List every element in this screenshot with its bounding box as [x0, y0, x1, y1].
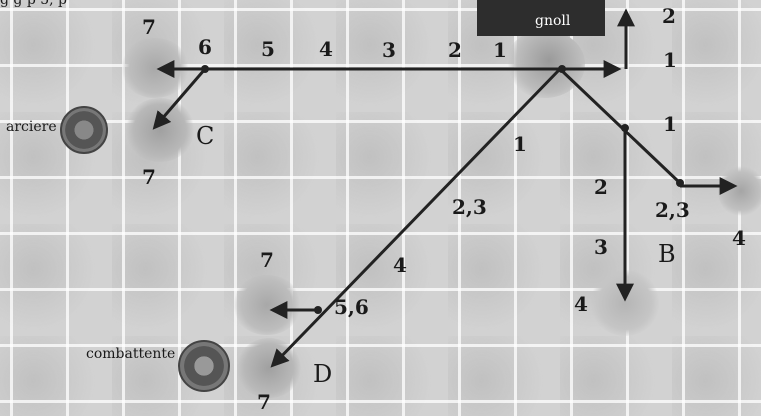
- d-bottom-7: 7: [257, 390, 271, 414]
- right-step-2-top: 2: [662, 4, 676, 28]
- c-top-7: 7: [142, 15, 156, 39]
- b-step-3: 3: [594, 235, 608, 259]
- header-fragment: g g p 5, p: [0, 0, 67, 8]
- label-b: B: [658, 240, 676, 268]
- arrow-d-diagonal: [273, 69, 560, 365]
- gnoll-label: gnoll: [535, 13, 570, 29]
- c-step-3: 3: [382, 38, 396, 62]
- c-step-4: 4: [319, 37, 333, 61]
- d-step-4: 4: [393, 253, 407, 277]
- d-step-1: 1: [513, 132, 527, 156]
- d-step-5-6: 5,6: [334, 295, 369, 319]
- arrow-c-diagonal: [155, 69, 205, 127]
- right-step-2-3: 2,3: [655, 198, 690, 222]
- d-top-7: 7: [260, 248, 274, 272]
- c-step-6: 6: [198, 35, 212, 59]
- c-bottom-7: 7: [142, 165, 156, 189]
- b-step-2: 2: [594, 175, 608, 199]
- c-step-1: 1: [493, 38, 507, 62]
- d-step-2-3: 2,3: [452, 195, 487, 219]
- right-step-4: 4: [732, 226, 746, 250]
- label-d: D: [313, 360, 332, 388]
- right-step-1a: 1: [663, 48, 677, 72]
- right-step-1b: 1: [663, 112, 677, 136]
- c-step-2: 2: [448, 38, 462, 62]
- combattente-label: combattente: [86, 346, 175, 362]
- c-step-5: 5: [261, 37, 275, 61]
- b-step-4: 4: [574, 292, 588, 316]
- label-c: C: [196, 122, 214, 150]
- arrow-b-diagonal: [560, 69, 680, 183]
- arciere-label: arciere: [6, 119, 57, 135]
